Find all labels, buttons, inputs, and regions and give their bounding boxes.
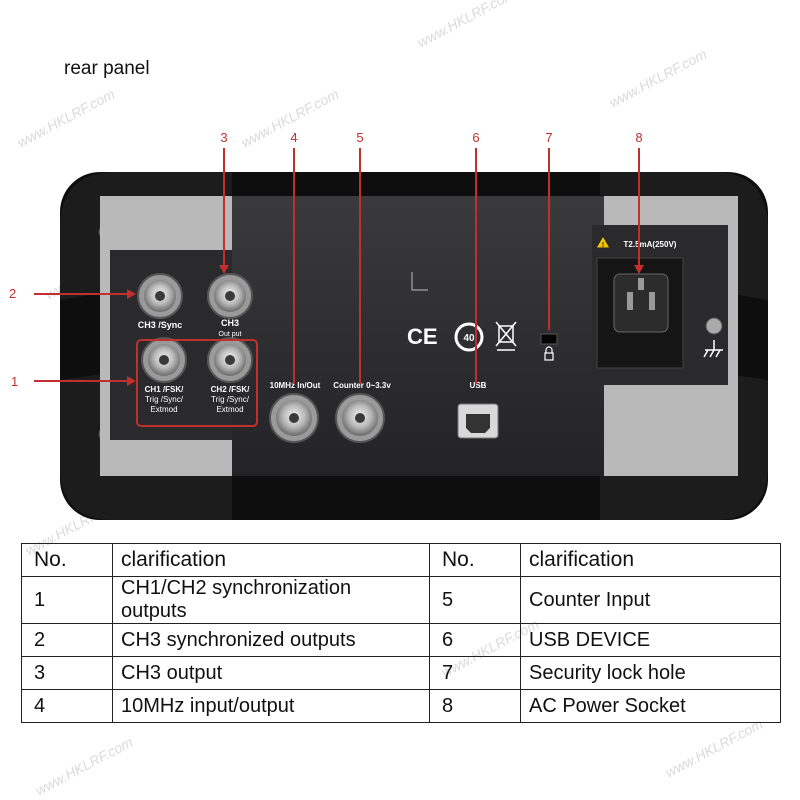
label-ch2-line2: Trig /Sync/	[211, 395, 250, 404]
bnc-ch3-output	[207, 273, 253, 319]
table-cell: 6	[429, 623, 521, 657]
table-row: 2 CH3 synchronized outputs 6 USB DEVICE	[21, 623, 781, 657]
table-row: 4 10MHz input/output 8 AC Power Socket	[21, 689, 781, 723]
security-lock-slot	[540, 333, 558, 345]
ground-icon	[703, 340, 723, 358]
ce-mark: CE	[407, 324, 438, 349]
bnc-ch1	[141, 337, 187, 383]
label-ch1-line2: Trig /Sync/	[145, 395, 184, 404]
table-cell: 7	[429, 656, 521, 690]
callout-8: 8	[635, 130, 642, 145]
svg-text:40: 40	[463, 333, 475, 344]
forty-year-icon: 40	[454, 322, 484, 352]
table-row: 1 CH1/CH2 synchronization outputs 5 Coun…	[21, 576, 781, 624]
table-cell: AC Power Socket	[520, 689, 781, 723]
label-out-put: Out put	[219, 331, 242, 338]
label-ch3-sync: CH3 /Sync	[138, 320, 183, 330]
usb-port	[457, 403, 499, 439]
rear-panel-diagram: CH3 /Sync CH3 Out put CH1 /FSK/ Trig /Sy…	[9, 130, 768, 520]
watermark: www.HKLRF.com	[662, 715, 766, 781]
callout-1: 1	[11, 374, 18, 389]
table-cell: 10MHz input/output	[112, 689, 430, 723]
callout-6: 6	[472, 130, 479, 145]
callout-arrow-3	[219, 265, 229, 274]
bnc-ch3-sync	[137, 273, 183, 319]
label-ch2-line3: Extmod	[216, 405, 243, 414]
label-10mhz: 10MHz In/Out	[270, 381, 321, 390]
label-ch3: CH3	[221, 318, 239, 328]
callout-arrow-1	[127, 376, 136, 386]
table-cell: CH3 synchronized outputs	[112, 623, 430, 657]
label-ch2-line1: CH2 /FSK/	[211, 385, 250, 394]
callout-arrow-8	[634, 265, 644, 274]
bnc-ch2	[207, 337, 253, 383]
label-usb: USB	[470, 381, 487, 390]
callout-5: 5	[356, 130, 363, 145]
table-cell: 8	[429, 689, 521, 723]
table-cell: 3	[21, 656, 113, 690]
table-cell: 5	[429, 576, 521, 624]
weee-icon	[495, 321, 517, 351]
callout-2: 2	[9, 286, 16, 301]
table-cell: 2	[21, 623, 113, 657]
header-no: No.	[429, 543, 521, 577]
header-clarification: clarification	[520, 543, 781, 577]
table-cell: Security lock hole	[520, 656, 781, 690]
table-cell: 1	[21, 576, 113, 624]
fuse-rating: T2.5mA(250V)	[624, 240, 677, 249]
ground-terminal	[705, 317, 723, 335]
page-title: rear panel	[64, 58, 150, 79]
header-no: No.	[21, 543, 113, 577]
clarification-table: No. clarification No. clarification 1 CH…	[21, 543, 781, 723]
table-cell: 4	[21, 689, 113, 723]
callout-4: 4	[290, 130, 297, 145]
table-cell: CH3 output	[112, 656, 430, 690]
header-clarification: clarification	[112, 543, 430, 577]
ac-power-socket	[596, 257, 684, 369]
callout-3: 3	[220, 130, 227, 145]
label-ch1-line1: CH1 /FSK/	[145, 385, 184, 394]
label-ch1-line3: Extmod	[150, 405, 177, 414]
callout-arrow-2	[127, 289, 136, 299]
table-header-row: No. clarification No. clarification	[21, 543, 781, 577]
table-cell: CH1/CH2 synchronization outputs	[112, 576, 430, 624]
svg-text:!: !	[602, 242, 604, 249]
warning-icon: !	[595, 235, 611, 249]
table-cell: Counter Input	[520, 576, 781, 624]
corner-mark	[411, 272, 428, 291]
bnc-counter	[335, 393, 385, 443]
label-counter: Counter 0~3.3v	[333, 381, 391, 390]
lock-icon	[544, 346, 554, 361]
table-cell: USB DEVICE	[520, 623, 781, 657]
callout-7: 7	[545, 130, 552, 145]
highlight-ch1-ch2	[136, 339, 258, 427]
table-row: 3 CH3 output 7 Security lock hole	[21, 656, 781, 690]
bnc-10mhz	[269, 393, 319, 443]
watermark: www.HKLRF.com	[32, 733, 136, 799]
